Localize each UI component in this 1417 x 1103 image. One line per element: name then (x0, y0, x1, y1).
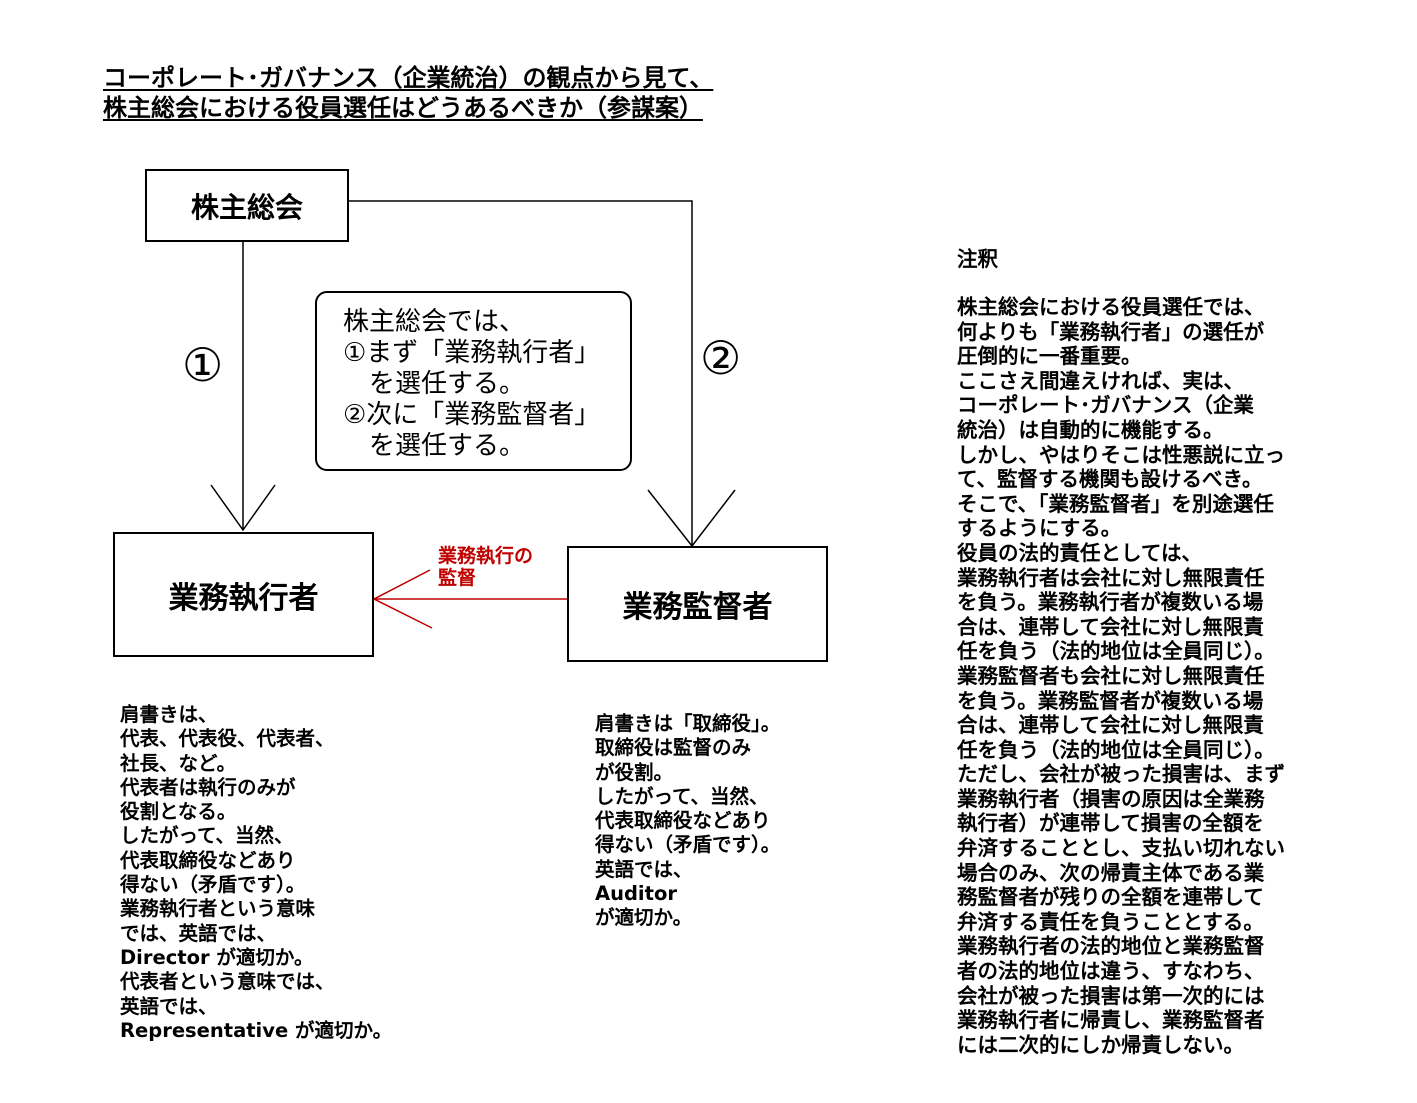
supervision-label: 業務執行の 監督 (438, 545, 533, 589)
notes-line: 務監督者が残りの全額を連帯して (957, 885, 1264, 910)
notes-line: を負う。業務執行者が複数いる場 (957, 590, 1264, 615)
notes-line: を負う。業務監督者が複数いる場 (957, 688, 1264, 713)
supervisor-description-line: が役割。 (595, 760, 674, 784)
notes-line: 業務監督者も会社に対し無限責任 (957, 663, 1265, 688)
marker-one: ① (182, 338, 224, 392)
notes-heading: 注釈 (957, 247, 998, 271)
notes-line: 圧倒的に一番重要。 (957, 344, 1142, 369)
notes-line: には二次的にしか帰責しない。 (957, 1032, 1244, 1057)
shareholders-meeting-box: 株主総会 (145, 169, 349, 242)
executor-box: 業務執行者 (113, 532, 374, 657)
note-line: 株主総会では、 (343, 307, 526, 337)
notes-line: ここさえ間違えければ、実は、 (957, 368, 1244, 393)
notes-line: コーポレート･ガバナンス（企業 (957, 393, 1254, 418)
notes-line: 合は、連帯して会社に対し無限責 (957, 713, 1264, 738)
supervision-arrow-head (372, 569, 433, 629)
notes-body: 株主総会における役員選任では、 何よりも「業務執行者」の選任が 圧倒的に一番重要… (957, 295, 1285, 1057)
title-line-2: 株主総会における役員選任はどうあるべきか（参謀案） (103, 94, 703, 122)
executor-description-line: したがって、当然、 (120, 824, 294, 848)
notes-line: 役員の法的責任としては、 (957, 540, 1202, 565)
supervision-label-line: 業務執行の (438, 545, 534, 567)
notes-line: 業務執行者は会社に対し無限責任 (957, 565, 1265, 590)
note-line: ②次に「業務監督者」 (343, 400, 601, 430)
supervisor-description-line: 代表取締役などあり (595, 809, 771, 833)
executor-description-line: Director が適切か。 (120, 945, 314, 969)
note-line: を選任する。 (343, 369, 526, 399)
supervisor-description: 肩書きは「取締役」。 取締役は監督のみ が役割。 したがって、当然、 代表取締役… (595, 712, 780, 931)
notes-line: しかし、やはりそこは性悪説に立っ (957, 442, 1285, 467)
note-line: を選任する。 (343, 431, 526, 461)
supervisor-description-line: 得ない（矛盾です）。 (595, 833, 781, 857)
notes-line: 者の法的地位は違う、すなわち、 (957, 959, 1265, 984)
executor-description-line: 肩書きは、 (120, 703, 218, 726)
executor-label: 業務執行者 (168, 580, 319, 616)
notes-line: ただし、会社が被った損害は、まず (957, 762, 1285, 787)
executor-description-line: 社長、など。 (120, 751, 237, 775)
executor-description-line: 代表者は執行のみが (120, 775, 296, 799)
notes-line: 業務執行者に帰責し、業務監督者 (957, 1008, 1265, 1033)
notes-line: 業務執行者（損害の原因は全業務 (957, 786, 1265, 811)
notes-line: そこで、「業務監督者」を別途選任 (957, 491, 1274, 516)
notes-line: 統治）は自動的に機能する。 (957, 417, 1224, 442)
supervisor-label: 業務監督者 (622, 590, 773, 625)
executor-description-line: 業務執行者という意味 (120, 897, 316, 921)
notes-line: 任を負う（法的地位は全員同じ）。 (957, 737, 1275, 762)
notes-line: て、監督する機関も設けるべき。 (957, 467, 1263, 492)
executor-description-line: 代表、代表役、代表者、 (120, 727, 335, 751)
executor-description-line: Representative が適切か。 (120, 1018, 393, 1042)
note-line: ①まず「業務執行者」 (343, 338, 601, 368)
executor-description-line: 代表取締役などあり (120, 848, 296, 872)
notes-line: 何よりも「業務執行者」の選任が (957, 319, 1265, 344)
supervisor-box: 業務監督者 (567, 546, 828, 662)
notes-line: 弁済する責任を負うこととする。 (957, 909, 1264, 934)
arrow-one-head (210, 484, 276, 532)
title-line-1: コーポレート･ガバナンス（企業統治）の観点から見て、 (103, 64, 714, 92)
executor-description: 肩書きは、 代表、代表役、代表者、 社長、など。 代表者は執行のみが 役割となる… (120, 703, 392, 1043)
executor-description-line: 得ない（矛盾です）。 (120, 873, 306, 897)
supervisor-description-line: Auditor (595, 882, 677, 906)
notes-line: 場合のみ、次の帰責主体である業 (957, 860, 1265, 885)
supervisor-description-line: が適切か。 (595, 906, 693, 930)
supervision-label-line: 監督 (438, 567, 477, 589)
marker-two: ② (700, 331, 742, 385)
notes-line: 会社が被った損害は第一次的には (957, 983, 1265, 1008)
notes-line: 弁済することとし、支払い切れない (957, 836, 1285, 861)
shareholders-meeting-label: 株主総会 (190, 190, 303, 224)
election-order-note: 株主総会では、 ①まず「業務執行者」 を選任する。 ②次に「業務監督者」 を選任… (315, 291, 632, 471)
supervisor-description-line: したがって、当然、 (595, 784, 769, 808)
notes-line: するようにする。 (957, 516, 1122, 541)
notes-line: 合は、連帯して会社に対し無限責 (957, 614, 1264, 639)
supervisor-description-line: 肩書きは「取締役」。 (595, 712, 781, 735)
executor-description-line: 役割となる。 (120, 800, 237, 824)
arrow-two-shaft (348, 200, 693, 546)
notes-line: 執行者）が連帯して損害の全額を (957, 811, 1264, 836)
executor-description-line: では、英語では、 (120, 921, 277, 945)
supervisor-description-line: 英語では、 (595, 857, 693, 881)
executor-description-line: 英語では、 (120, 994, 218, 1018)
notes-line: 株主総会における役員選任では、 (957, 295, 1265, 319)
notes-line: 任を負う（法的地位は全員同じ）。 (957, 639, 1275, 664)
supervisor-description-line: 取締役は監督のみ (595, 736, 752, 760)
notes-line: 業務執行者の法的地位と業務監督 (957, 934, 1265, 959)
executor-description-line: 代表者という意味では、 (120, 970, 335, 994)
